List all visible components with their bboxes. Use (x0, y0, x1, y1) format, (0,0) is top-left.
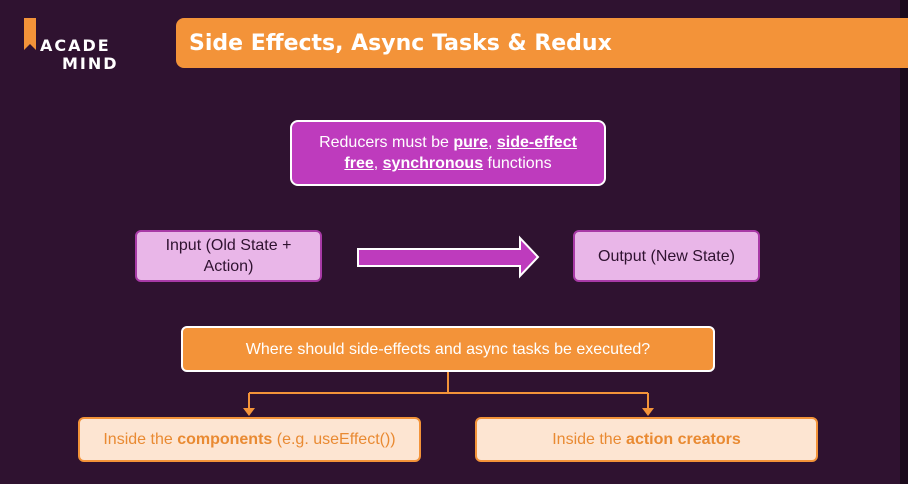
window-edge (900, 0, 908, 484)
option-action-creators-box: Inside the action creators (475, 417, 818, 462)
reducers-prefix: Reducers must be (319, 134, 454, 151)
reducers-comma1: , (488, 134, 497, 151)
free-keyword: free (344, 155, 374, 172)
output-label: Output (New State) (598, 247, 735, 265)
arrow-right-icon (357, 235, 540, 279)
input-label-line2: Action) (203, 258, 254, 275)
question-box: Where should side-effects and async task… (181, 326, 715, 372)
option-actions-keyword: action creators (626, 431, 741, 448)
option-components-suffix: (e.g. useEffect()) (272, 431, 396, 448)
logo-text-line1: ACADE (40, 36, 111, 55)
pure-keyword: pure (453, 134, 489, 151)
logo-text-line2: MIND (62, 54, 119, 73)
synchronous-keyword: synchronous (382, 155, 484, 172)
input-box: Input (Old State + Action) (135, 230, 322, 282)
academind-logo: ACADE MIND (22, 16, 132, 76)
output-box: Output (New State) (573, 230, 760, 282)
reducers-comma2: , (373, 155, 383, 172)
option-components-prefix: Inside the (103, 431, 178, 448)
logo-mark-icon (24, 18, 36, 50)
arrow-down-icon (243, 408, 255, 416)
reducers-suffix: functions (483, 155, 552, 172)
slide-title: Side Effects, Async Tasks & Redux (189, 30, 612, 56)
option-components-box: Inside the components (e.g. useEffect()) (78, 417, 421, 462)
option-components-keyword: components (177, 431, 273, 448)
arrow-down-icon (642, 408, 654, 416)
branch-connector (248, 372, 649, 410)
question-label: Where should side-effects and async task… (245, 340, 651, 358)
side-effect-keyword: side-effect (496, 134, 577, 151)
input-label-line1: Input (Old State + (165, 237, 292, 254)
option-actions-prefix: Inside the (552, 431, 627, 448)
title-banner: Side Effects, Async Tasks & Redux (176, 18, 908, 68)
